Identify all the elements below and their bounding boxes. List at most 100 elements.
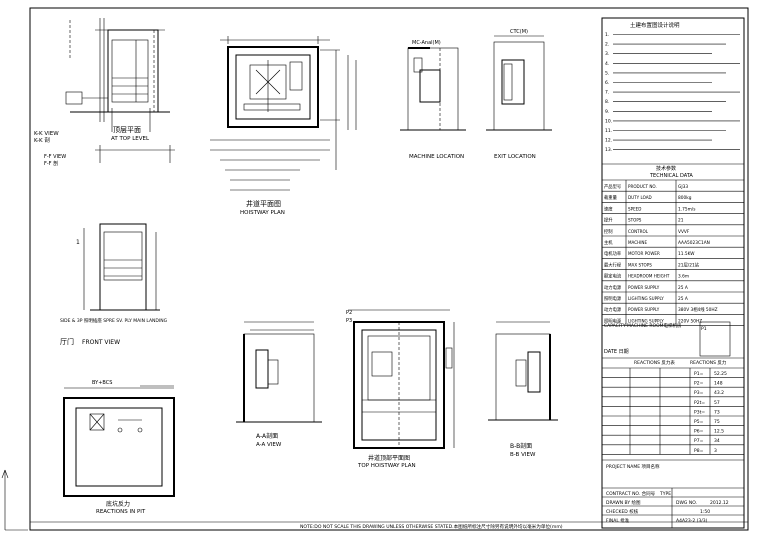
reaction-key: P3t= [694,409,705,415]
tech-row-cn: 载重量 [604,194,618,201]
pit-title-en: REACTIONS IN PIT [96,509,146,515]
hp-title-en: HOISTWAY PLAN [240,210,285,216]
reaction-value: 57 [714,400,720,406]
tech-row-en: MACHINE [628,240,647,245]
tech-row-cn: 动力电源 [604,284,622,291]
svg-text:P3: P3 [346,318,352,324]
note-item: 7. [605,90,609,96]
note-item: 3. [605,51,609,57]
tech-row-cn: 电机功率 [604,250,622,257]
tech-row-value: 800kg [678,195,692,201]
note-item: 5. [605,70,609,76]
hp-title-cn: 井道平面图 [246,199,281,208]
reaction-key: P5= [694,419,704,425]
svg-text:1: 1 [76,239,80,246]
tech-row-en: PRODUCT NO. [628,184,657,189]
view-aa: A-A剖面 A-A VIEW [236,321,322,448]
tech-row-value: 3.6m [678,274,689,280]
tech-row-en: HEADROOM HEIGHT [628,274,670,279]
ref-value: A4A23-2 (3/3) [676,518,708,524]
notes-heading: 土建布置图设计说明 [630,21,680,29]
top-title-en: TOP HOISTWAY PLAN [357,463,416,469]
date-label: DATE 日期 [604,349,629,355]
tech-row-en: CONTROL [628,229,649,234]
reaction-key: P2t= [694,400,705,406]
tech-row-cn: 照明电源 [604,295,622,302]
view-front: 1 SIDE & 3P 照明插座 SPRE SV. PLY MAIN LANDI… [60,223,168,346]
footer-note: NOTE:DO NOT SCALE THIS DRAWING UNLESS OT… [300,523,563,530]
aa-title-en: A-A VIEW [256,442,282,448]
tech-row-cn: 主机 [604,239,613,246]
svg-text:P1: P1 [701,326,707,332]
mc-label: MC-Anal(M) [412,40,441,46]
front-title-cn: 厅门 [60,337,74,346]
tech-row-cn: 提升 [604,217,613,224]
reaction-value: 73 [714,409,720,415]
notes-list: 1.2.3.4.5.6.7.8.9.10.11.12.13. [605,32,740,153]
note-item: 6. [605,80,609,86]
tech-row-en: POWER SUPPLY [628,307,660,312]
tech-row-en: DUTY LOAD [628,195,652,200]
final-label: FINAL 批准 [606,517,630,524]
contract-label: CONTRACT NO. 合同号 [606,490,656,497]
reaction-key: P1= [694,371,704,377]
reaction-key: P8= [694,448,704,454]
reactions-sub: REACTIONS 反力 [690,359,727,366]
tech-row-value: 1.75m/s [678,206,696,212]
tech-row-en: LIGHTING SUPPLY [628,296,664,301]
svg-text:P2: P2 [346,310,352,316]
tech-row-cn: 产品型号 [604,183,621,190]
tech-row-value: AAA5023C1AN [678,240,710,246]
reaction-value: 52.25 [714,371,727,377]
note-item: 11. [605,128,612,134]
ucs-icon [1,469,28,531]
project-label: PROJECT NAME 项目名称 [606,463,660,470]
note-item: 2. [605,42,609,48]
date-value: 2012.12 [710,500,729,506]
bb-title-cn: B-B剖面 [510,442,532,450]
front-note: SIDE & 3P 照明插座 SPRE SV. PLY MAIN LANDING [60,317,168,324]
tech-row-value: 25 A [678,285,688,291]
tech-row-en: MOTOR POWER [628,251,660,256]
dwg-no-label: DWG NO. [676,500,697,506]
tech-row-cn: 速度 [604,205,613,212]
tech-row-en: POWER SUPPLY [628,285,660,290]
note-item: 13. [605,147,612,153]
view-reactions-pit: BY+BCS 底坑反力 REACTIONS IN PIT [63,380,175,515]
reaction-value: 3 [714,448,717,454]
note-item: 12. [605,138,612,144]
reaction-value: 148 [714,381,723,387]
bb-title-en: B-B VIEW [510,452,536,458]
view-kk: K-K VIEW K-K 剖 顶层平面 AT TOP LEVEL F-F VIE… [34,18,175,167]
note-item: 1. [605,32,609,38]
view-exit-location: CTC(M) EXIT LOCATION [486,29,552,160]
top-title-cn: 井道顶部平面图 [368,454,410,462]
tech-row-value: 11.5KW [678,251,695,257]
kk-label-cn: K-K 剖 [34,136,50,144]
kk-label: K-K VIEW [34,131,59,137]
view-machine-location: MC-Anal(M) MACHINE LOCATION [400,40,466,160]
tech-row-en: MAX STOPS [628,262,652,267]
drawn-label: DRAWN BY 绘图 [606,499,641,506]
tech-row-cn: 最大行程 [604,261,622,268]
kk-title-cn: 顶层平面 [113,126,141,134]
pit-title-cn: 底坑反力 [106,500,130,508]
scale-value: 1:50 [700,509,710,515]
tech-heading: 技术参数 [656,165,676,172]
tech-row-en: SPEED [628,206,641,211]
reaction-value: 12.5 [714,429,724,435]
kk-title-en: AT TOP LEVEL [111,136,150,142]
note-item: 8. [605,99,609,105]
checked-label: CHECKED 校核 [606,508,639,515]
note-item: 9. [605,109,609,115]
ff-label-cn: F-F 剖 [44,160,58,167]
view-hoistway-plan: 井道平面图 HOISTWAY PLAN [210,36,357,216]
reactions-heading: REACTIONS 反力表 [634,359,675,366]
tech-row-value: 25 A [678,296,688,302]
view-bb: B-B剖面 B-B VIEW [488,321,558,458]
sheet-border [29,7,749,531]
type-label: TYPE [659,491,671,497]
tech-row-value: 21层/21站 [678,261,700,268]
tech-row-value: 380V 3相4线 50HZ [678,306,718,313]
